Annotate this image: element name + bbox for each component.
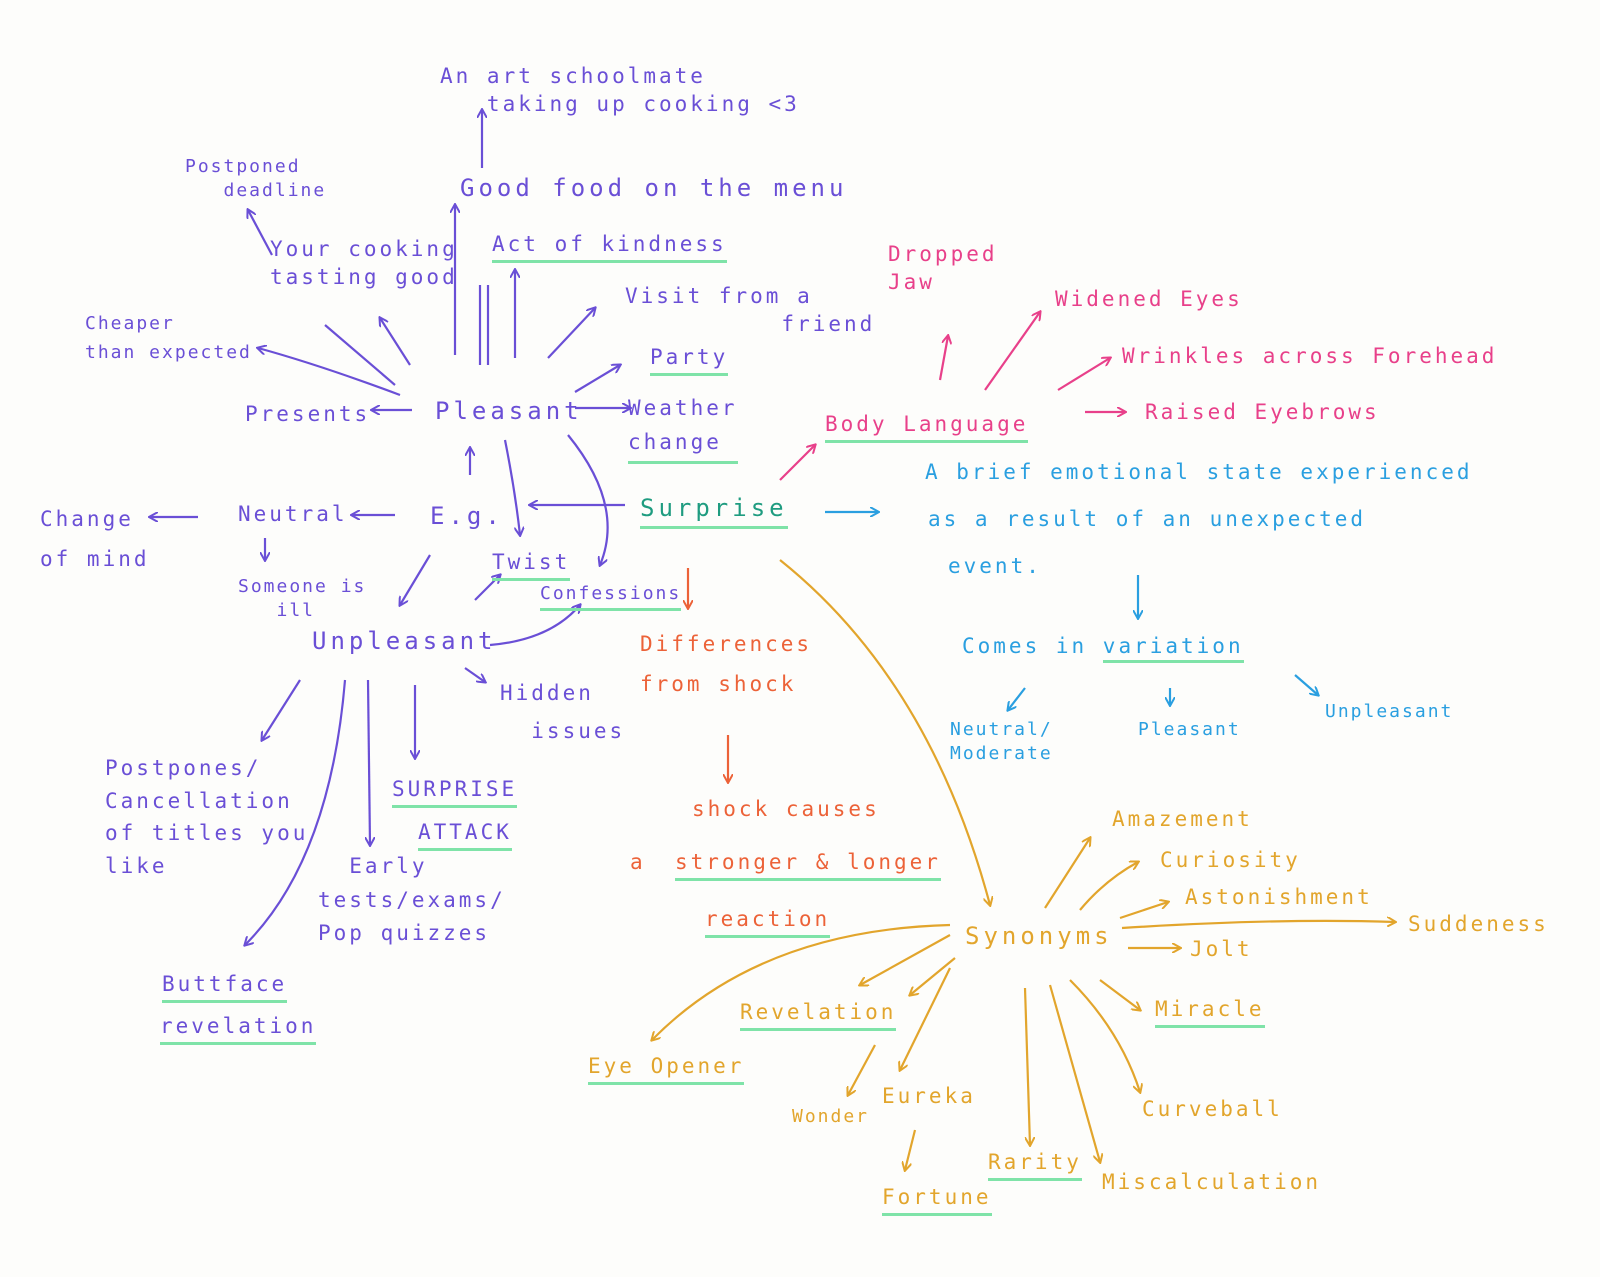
- arrow-unpleasant-to-confessions: [489, 605, 580, 647]
- pleasant-cooking-tasting-good: Your cooking tasting good: [270, 237, 458, 290]
- arrow-synonyms-to-astonishment: [1119, 902, 1168, 920]
- arrow-pleasant-to-cooking: [380, 318, 411, 366]
- arrow-synonyms-to-miracle: [1099, 979, 1140, 1010]
- arrow-synonyms-to-miscalculation: [1048, 984, 1100, 1162]
- arrow-surprise-to-synonyms: [779, 559, 990, 905]
- shock-a: a: [630, 850, 646, 874]
- arrow-bodylanguage-to-wrinkles: [1057, 358, 1110, 391]
- unpleasant-early-tests: Early tests/exams/ Pop quizzes: [318, 854, 506, 946]
- synonym-jolt: Jolt: [1190, 937, 1253, 961]
- unpleasant-confessions: Confessions: [540, 582, 682, 612]
- arrow-pleasant-to-visit: [547, 308, 595, 359]
- arrow-unpleasant-to-hidden: [464, 667, 485, 682]
- definition-line-3: event.: [948, 554, 1042, 578]
- arrow-synonyms-to-revelation-2: [860, 934, 951, 985]
- shock-differences: Differences from shock: [640, 632, 813, 696]
- arrow-eg-to-unpleasant: [400, 554, 431, 605]
- unpleasant-buttface-revelation: revelation: [160, 1012, 317, 1046]
- variation-heading-prefix: Comes in: [962, 634, 1103, 658]
- pleasant-cheaper: Cheaper than expected: [85, 313, 252, 363]
- arrow-variation-to-unpleasant: [1294, 674, 1318, 695]
- synonym-miscalculation: Miscalculation: [1102, 1170, 1322, 1194]
- synonym-wonder: Wonder: [792, 1106, 870, 1127]
- synonym-miracle: Miracle: [1155, 995, 1265, 1029]
- unpleasant-hidden-issues: Hidden issues: [500, 681, 626, 743]
- variation-unpleasant: Unpleasant: [1325, 701, 1454, 722]
- arrow-synonyms-to-amazement: [1044, 838, 1090, 909]
- unpleasant-node: Unpleasant: [312, 627, 497, 655]
- arrow-synonyms-to-curiosity: [1079, 862, 1138, 911]
- arrow-synonyms-to-rarity: [1023, 987, 1030, 1145]
- arrow-unpleasant-to-early: [368, 679, 370, 845]
- arrow-bodylanguage-to-eyes: [984, 312, 1040, 391]
- synonym-astonishment: Astonishment: [1185, 885, 1373, 909]
- unpleasant-postpones-cancellation: Postpones/ Cancellation of titles you li…: [105, 756, 309, 878]
- synonym-curveball: Curveball: [1142, 1097, 1283, 1121]
- definition-line-1: A brief emotional state experienced: [925, 460, 1473, 484]
- arrow-unpleasant-to-buttface: [245, 679, 347, 945]
- unpleasant-twist: Twist: [492, 548, 571, 582]
- pleasant-good-food: Good food on the menu: [460, 174, 848, 202]
- shock-stronger-longer: stronger & longer: [675, 848, 941, 882]
- arrow-synonyms-to-eureka: [900, 967, 951, 1070]
- variation-heading-key: variation: [1102, 634, 1244, 663]
- body-wrinkles-forehead: Wrinkles across Forehead: [1122, 344, 1498, 368]
- variation-heading: Comes in variation: [962, 632, 1244, 663]
- variation-neutral: Neutral/ Moderate: [950, 719, 1053, 765]
- synonym-suddeness: Suddeness: [1408, 912, 1549, 936]
- arrow-bodylanguage-to-jaw: [938, 336, 948, 381]
- body-dropped-jaw: Dropped Jaw: [888, 242, 998, 295]
- pleasant-visit-friend: Visit from a friend: [625, 284, 876, 337]
- arrow-pleasant-to-twist: [503, 439, 520, 535]
- arrow-pleasant-to-cooking-2: [324, 324, 396, 386]
- arrow-synonyms-to-suddeness: [1121, 921, 1395, 930]
- arrow-eureka-to-fortune: [905, 1129, 917, 1170]
- examples-eg: E.g.: [430, 502, 504, 530]
- arrow-surprise-to-bodylanguage: [779, 445, 815, 481]
- arrow-synonyms-to-eyeopener: [652, 923, 951, 1040]
- body-raised-eyebrows: Raised Eyebrows: [1145, 400, 1380, 424]
- shock-causes: shock causes: [692, 797, 880, 821]
- unpleasant-attack: ATTACK: [418, 818, 512, 852]
- definition-line-2: as a result of an unexpected: [928, 507, 1367, 531]
- unpleasant-buttface: Buttface: [162, 970, 288, 1004]
- variation-pleasant: Pleasant: [1138, 719, 1241, 740]
- neutral-node: Neutral: [238, 502, 348, 526]
- pleasant-act-of-kindness: Act of kindness: [492, 230, 727, 264]
- synonym-amazement: Amazement: [1112, 807, 1253, 831]
- center-node-surprise: Surprise: [640, 492, 788, 530]
- synonym-fortune: Fortune: [882, 1183, 992, 1217]
- unpleasant-surprise: SURPRISE: [392, 775, 518, 809]
- pleasant-postponed-deadline: Postponed deadline: [185, 156, 327, 202]
- arrow-pleasant-to-party: [574, 365, 620, 393]
- body-widened-eyes: Widened Eyes: [1055, 287, 1243, 311]
- neutral-change-of-mind: Change of mind: [40, 507, 150, 571]
- arrow-pleasant-to-cheaper: [258, 348, 401, 397]
- body-language-node: Body Language: [825, 410, 1029, 444]
- synonym-eye-opener: Eye Opener: [588, 1052, 745, 1086]
- pleasant-weather-change: Weather change: [628, 392, 738, 465]
- neutral-someone-ill: Someone is ill: [238, 576, 367, 622]
- pleasant-node: Pleasant: [435, 397, 583, 425]
- arrow-variation-to-neutral: [1008, 687, 1026, 710]
- synonym-rarity: Rarity: [988, 1148, 1082, 1182]
- synonym-eureka: Eureka: [882, 1084, 976, 1108]
- arrow-cooking-to-deadline: [248, 210, 273, 256]
- pleasant-party: Party: [650, 343, 729, 377]
- pleasant-presents: Presents: [245, 402, 371, 426]
- arrow-synonyms-to-revelation: [910, 957, 956, 995]
- synonym-revelation: Revelation: [740, 998, 897, 1032]
- arrow-weather-to-confessions: [567, 434, 609, 565]
- shock-reaction: reaction: [705, 905, 831, 939]
- synonyms-node: Synonyms: [965, 922, 1113, 950]
- arrow-revelation-to-wonder: [848, 1044, 876, 1095]
- arrow-synonyms-to-curveball: [1069, 979, 1140, 1092]
- pleasant-art-schoolmate: An art schoolmate taking up cooking <3: [440, 64, 800, 117]
- arrow-unpleasant-to-postpones: [262, 679, 301, 740]
- synonym-curiosity: Curiosity: [1160, 848, 1301, 872]
